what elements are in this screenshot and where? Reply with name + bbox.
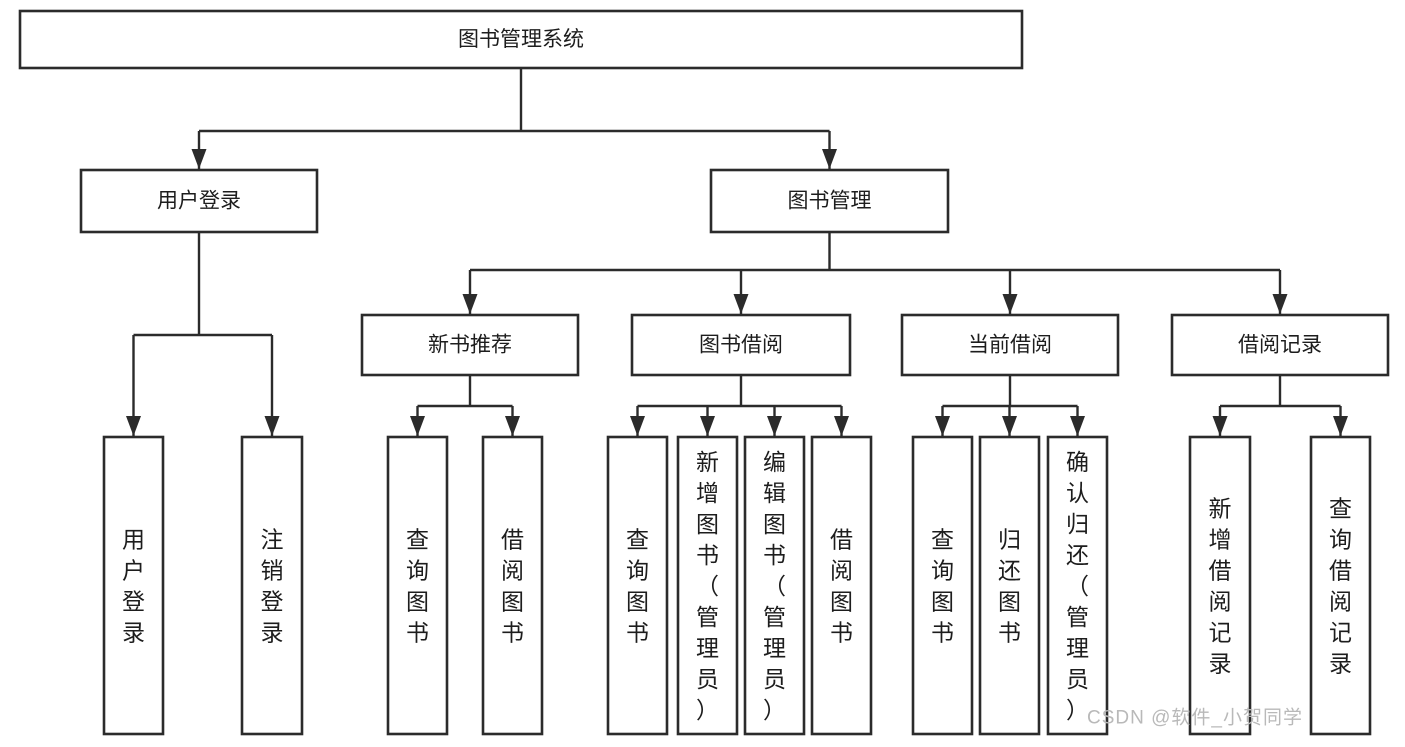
arrow-head-icon bbox=[767, 416, 782, 436]
node-leaf-query-book-borrow[interactable]: 查询图书 bbox=[606, 435, 669, 736]
node-root[interactable]: 图书管理系统 bbox=[18, 9, 1024, 70]
connector-conn-current-bus bbox=[935, 375, 1085, 436]
arrow-head-icon bbox=[1333, 416, 1348, 436]
arrow-head-icon bbox=[126, 416, 141, 436]
node-leaf-add-book-admin[interactable]: 新增图书（管理员） bbox=[676, 435, 739, 736]
node-box-leaf-add-book-admin bbox=[676, 435, 739, 736]
node-book-borrow[interactable]: 图书借阅 bbox=[630, 313, 852, 377]
node-label-user-login: 用户登录 bbox=[157, 190, 241, 213]
connector-layer bbox=[126, 68, 1348, 436]
node-new-book-recommend[interactable]: 新书推荐 bbox=[360, 313, 580, 377]
arrow-head-icon bbox=[630, 416, 645, 436]
connector-conn-borrow-bus bbox=[630, 375, 849, 436]
node-label-leaf-borrow-book: 借阅图书 bbox=[830, 527, 853, 646]
node-book-management[interactable]: 图书管理 bbox=[709, 168, 950, 234]
node-box-leaf-query-borrow-record bbox=[1309, 435, 1372, 736]
node-leaf-add-borrow-record[interactable]: 新增借阅记录 bbox=[1188, 435, 1252, 736]
connector-conn-mgmt-bus bbox=[462, 232, 1288, 314]
node-box-leaf-user-login bbox=[102, 435, 165, 736]
arrow-head-icon bbox=[733, 294, 749, 314]
node-label-new-book-recommend: 新书推荐 bbox=[428, 334, 512, 357]
node-box-leaf-logout bbox=[240, 435, 304, 736]
node-box-book-borrow bbox=[630, 313, 852, 377]
arrow-head-icon bbox=[1272, 294, 1288, 314]
node-leaf-user-login[interactable]: 用户登录 bbox=[102, 435, 165, 736]
node-leaf-borrow-book-rec[interactable]: 借阅图书 bbox=[481, 435, 544, 736]
node-label-leaf-edit-book-admin: 编辑图书（管理员） bbox=[763, 449, 786, 723]
node-label-leaf-add-borrow-record: 新增借阅记录 bbox=[1209, 496, 1232, 677]
node-label-borrow-record: 借阅记录 bbox=[1238, 334, 1322, 357]
csdn-watermark: CSDN @软件_小贺同学 bbox=[1087, 707, 1303, 729]
node-box-new-book-recommend bbox=[360, 313, 580, 377]
node-box-leaf-query-book-borrow bbox=[606, 435, 669, 736]
arrow-head-icon bbox=[834, 416, 849, 436]
node-label-leaf-confirm-return-admin: 确认归还（管理员） bbox=[1066, 449, 1089, 723]
arrow-head-icon bbox=[462, 294, 478, 314]
arrow-head-icon bbox=[1002, 416, 1017, 436]
node-box-leaf-return-book bbox=[978, 435, 1041, 736]
node-label-leaf-query-book-current: 查询图书 bbox=[931, 527, 954, 646]
node-box-user-login bbox=[79, 168, 319, 234]
node-label-leaf-query-borrow-record: 查询借阅记录 bbox=[1329, 496, 1352, 677]
node-leaf-edit-book-admin[interactable]: 编辑图书（管理员） bbox=[743, 435, 806, 736]
node-leaf-borrow-book[interactable]: 借阅图书 bbox=[810, 435, 873, 736]
arrow-head-icon bbox=[1070, 416, 1085, 436]
node-leaf-query-borrow-record[interactable]: 查询借阅记录 bbox=[1309, 435, 1372, 736]
connector-conn-login-bus bbox=[126, 232, 280, 436]
node-box-leaf-add-borrow-record bbox=[1188, 435, 1252, 736]
node-label-leaf-query-book-borrow: 查询图书 bbox=[626, 527, 649, 646]
arrow-head-icon bbox=[822, 149, 837, 169]
node-box-leaf-borrow-book-rec bbox=[481, 435, 544, 736]
arrow-head-icon bbox=[505, 416, 520, 436]
node-box-leaf-edit-book-admin bbox=[743, 435, 806, 736]
arrow-head-icon bbox=[410, 416, 425, 436]
node-leaf-query-book-rec[interactable]: 查询图书 bbox=[386, 435, 449, 736]
node-label-root: 图书管理系统 bbox=[458, 28, 584, 51]
node-label-leaf-query-book-rec: 查询图书 bbox=[406, 527, 429, 646]
node-box-leaf-borrow-book bbox=[810, 435, 873, 736]
node-borrow-record[interactable]: 借阅记录 bbox=[1170, 313, 1390, 377]
connector-conn-record-bus bbox=[1212, 375, 1348, 436]
node-label-leaf-add-book-admin: 新增图书（管理员） bbox=[696, 449, 719, 723]
node-box-leaf-query-book-rec bbox=[386, 435, 449, 736]
connector-conn-root-bus bbox=[191, 68, 837, 169]
node-label-book-borrow: 图书借阅 bbox=[699, 334, 783, 357]
connector-conn-rec-bus bbox=[410, 375, 520, 436]
node-label-leaf-logout: 注销登录 bbox=[261, 527, 284, 646]
node-label-book-management: 图书管理 bbox=[788, 190, 872, 213]
node-current-borrow[interactable]: 当前借阅 bbox=[900, 313, 1120, 377]
arrow-head-icon bbox=[700, 416, 715, 436]
node-box-current-borrow bbox=[900, 313, 1120, 377]
node-leaf-return-book[interactable]: 归还图书 bbox=[978, 435, 1041, 736]
node-layer: 图书管理系统用户登录图书管理新书推荐图书借阅当前借阅借阅记录用户登录注销登录查询… bbox=[18, 9, 1390, 736]
node-leaf-logout[interactable]: 注销登录 bbox=[240, 435, 304, 736]
node-box-leaf-query-book-current bbox=[911, 435, 974, 736]
node-label-leaf-return-book: 归还图书 bbox=[998, 527, 1021, 646]
node-leaf-confirm-return-admin[interactable]: 确认归还（管理员） bbox=[1046, 435, 1109, 736]
arrow-head-icon bbox=[935, 416, 950, 436]
node-box-leaf-confirm-return-admin bbox=[1046, 435, 1109, 736]
arrow-head-icon bbox=[264, 416, 280, 436]
node-user-login[interactable]: 用户登录 bbox=[79, 168, 319, 234]
node-leaf-query-book-current[interactable]: 查询图书 bbox=[911, 435, 974, 736]
node-box-borrow-record bbox=[1170, 313, 1390, 377]
node-box-book-management bbox=[709, 168, 950, 234]
node-label-leaf-user-login: 用户登录 bbox=[122, 527, 145, 646]
node-label-current-borrow: 当前借阅 bbox=[968, 334, 1052, 357]
arrow-head-icon bbox=[1212, 416, 1228, 436]
node-label-leaf-borrow-book-rec: 借阅图书 bbox=[501, 527, 524, 646]
arrow-head-icon bbox=[191, 149, 207, 169]
node-box-root bbox=[18, 9, 1024, 70]
arrow-head-icon bbox=[1002, 294, 1018, 314]
